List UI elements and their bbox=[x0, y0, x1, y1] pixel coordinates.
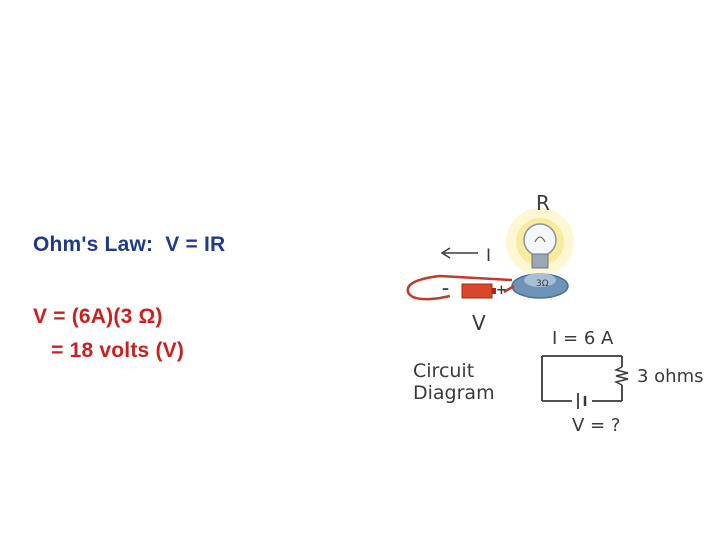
battery-symbol-icon bbox=[577, 393, 587, 409]
battery-plus-label: + bbox=[496, 283, 507, 298]
bulb-ohm-label: 3Ω bbox=[536, 279, 549, 289]
current-arrow-icon bbox=[440, 247, 478, 259]
voltage-label-v: V bbox=[472, 311, 486, 335]
battery-icon bbox=[461, 283, 496, 299]
voltage-unknown-label: V = ? bbox=[572, 415, 620, 436]
bulb-base bbox=[511, 273, 569, 299]
schematic-circuit bbox=[541, 355, 623, 402]
calculation-line-1: V = (6A)(3 Ω) bbox=[33, 305, 163, 328]
ohms-law-heading: Ohm's Law: V = IR bbox=[33, 233, 226, 256]
circuit-illustration: 3Ω – + I R V Circuit Diagram I = 6 A bbox=[380, 180, 720, 440]
current-value-label: I = 6 A bbox=[552, 328, 614, 349]
light-bulb-icon bbox=[523, 223, 557, 269]
current-label-i: I bbox=[486, 246, 491, 266]
resistor-symbol-icon bbox=[613, 366, 629, 386]
battery-minus-label: – bbox=[442, 281, 449, 297]
circuit-svg: 3Ω – + I R V Circuit Diagram I = 6 A bbox=[406, 191, 704, 436]
resistance-value-label: 3 ohms bbox=[637, 366, 704, 387]
circuit-caption-line1: Circuit bbox=[413, 360, 474, 382]
resistance-label-r: R bbox=[536, 191, 550, 215]
calculation-line-2: = 18 volts (V) bbox=[33, 339, 185, 362]
wire-right bbox=[503, 284, 515, 294]
circuit-caption-line2: Diagram bbox=[413, 382, 495, 404]
wire-left bbox=[406, 274, 513, 301]
